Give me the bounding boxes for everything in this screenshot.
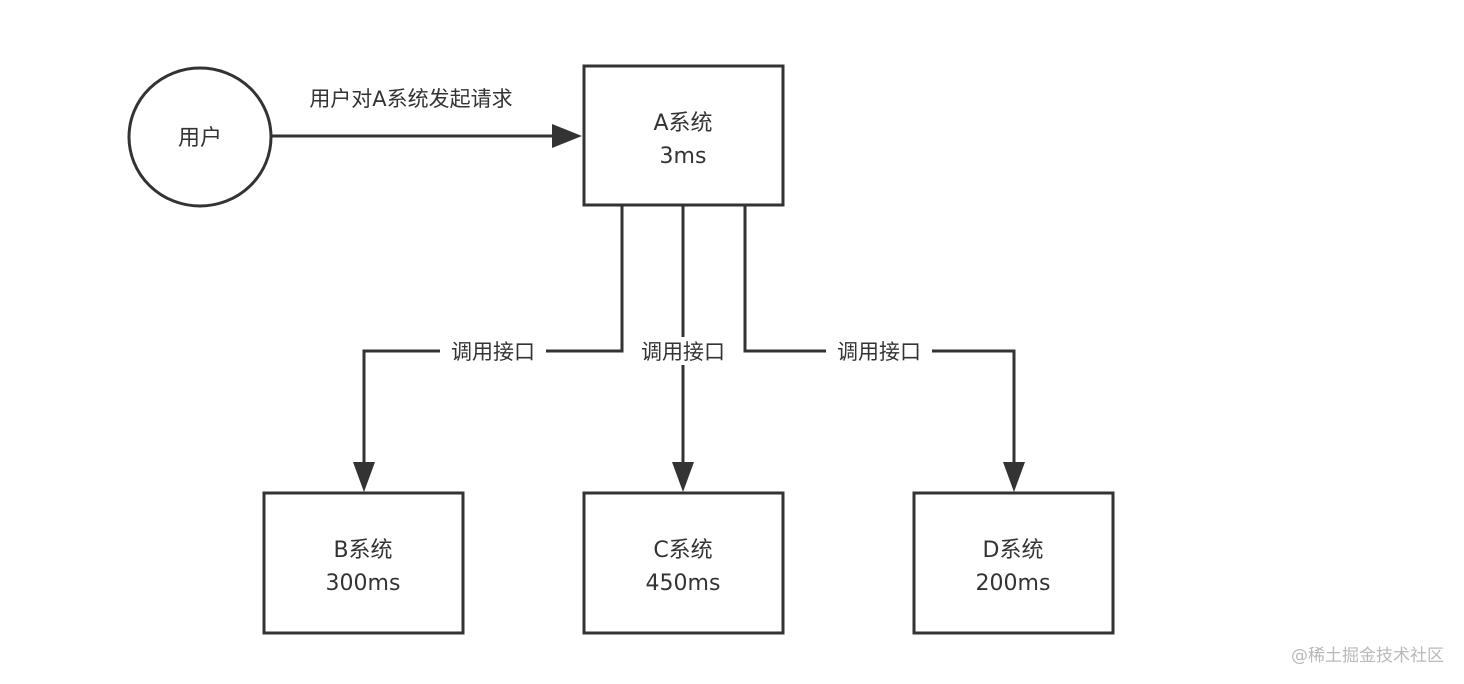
watermark: @稀土掘金技术社区 — [1291, 646, 1444, 666]
system-d-time: 200ms — [976, 571, 1051, 596]
request-edge-label: 用户对A系统发起请求 — [309, 87, 512, 111]
user-node-label: 用户 — [178, 126, 222, 151]
system-d-name: D系统 — [983, 538, 1044, 563]
arrowhead-icon — [1003, 462, 1025, 492]
system-b-name: B系统 — [333, 538, 392, 563]
user-node: 用户 — [127, 66, 273, 208]
system-d-node: D系统 200ms — [912, 491, 1115, 635]
system-b-node: B系统 300ms — [262, 491, 465, 635]
arrowhead-icon — [672, 462, 694, 492]
system-c-time: 450ms — [646, 571, 721, 596]
call-edge-b: 调用接口 — [353, 205, 624, 492]
system-a-time: 3ms — [660, 144, 707, 169]
arrowhead-icon — [353, 462, 375, 492]
arrowhead-icon — [552, 124, 582, 148]
call-edge-d-label: 调用接口 — [837, 340, 921, 364]
call-edge-c-label: 调用接口 — [641, 340, 725, 364]
system-c-name: C系统 — [653, 538, 712, 563]
system-b-time: 300ms — [326, 571, 401, 596]
call-edge-c: 调用接口 — [630, 205, 736, 492]
request-edge: 用户对A系统发起请求 — [271, 87, 582, 148]
call-edge-b-label: 调用接口 — [451, 340, 535, 364]
system-a-name: A系统 — [653, 111, 712, 136]
call-edge-d: 调用接口 — [743, 205, 1025, 492]
system-c-node: C系统 450ms — [582, 491, 785, 635]
system-a-node: A系统 3ms — [582, 64, 785, 207]
